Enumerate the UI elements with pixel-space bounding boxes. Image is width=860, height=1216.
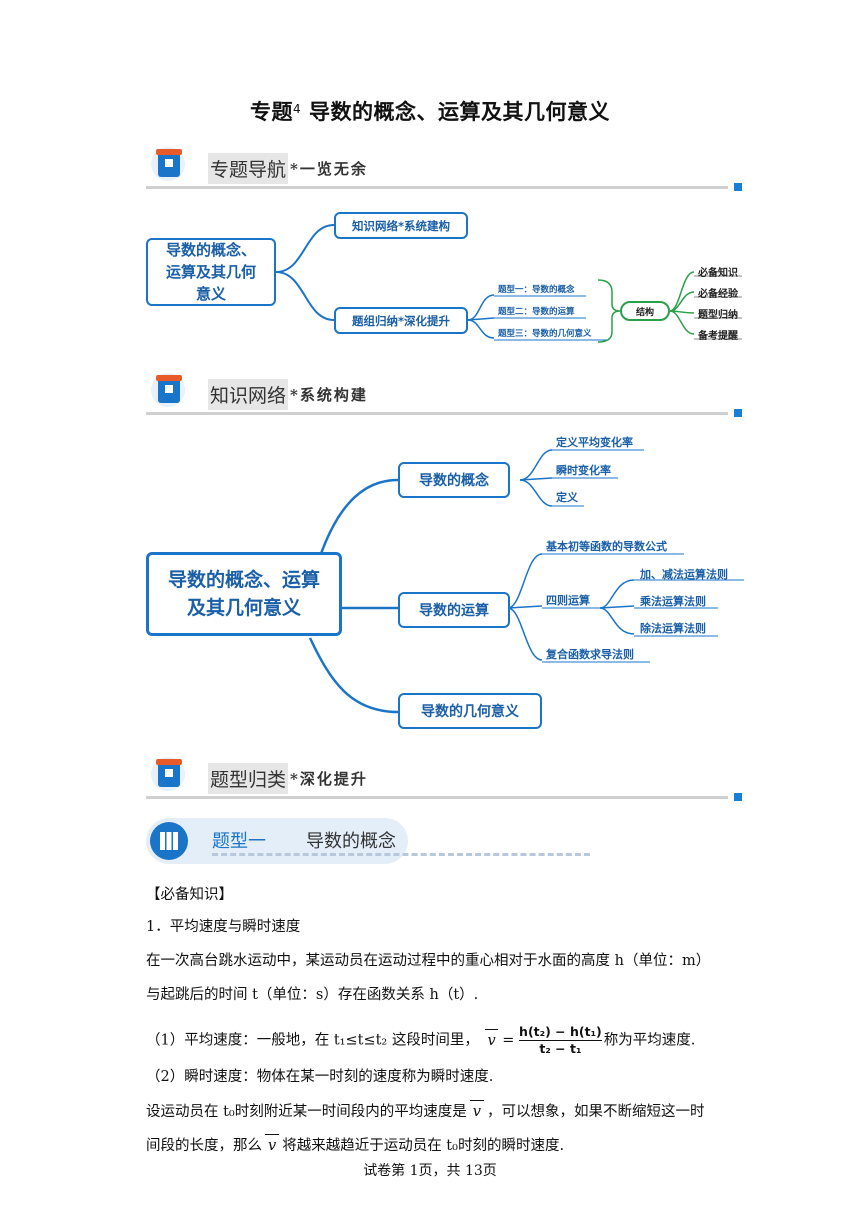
content-p5: （2）瞬时速度：物体在某一时刻的速度称为瞬时速度. <box>146 1069 494 1085</box>
book-icon <box>151 757 185 791</box>
nav-leaf-3: 题型归纳 <box>698 310 738 321</box>
nav-type-2: 题型二：导数的运算 <box>498 307 575 317</box>
page-footer: 试卷第 1页，共 13页 <box>363 1163 497 1179</box>
network-rule-3: 除法运算法则 <box>640 622 706 635</box>
network-op-item-2: 四则运算 <box>546 594 590 607</box>
title-number: 4 <box>293 102 302 116</box>
type-banner-title: 导数的概念 <box>306 831 396 852</box>
section-marker <box>734 183 742 191</box>
avg-velocity-formula: v = h(t₂) − h(t₁) t₂ − t₁ <box>485 1024 602 1057</box>
nav-type-1: 题型一：导数的概念 <box>498 285 575 295</box>
nav-root-node: 导数的概念、运算及其几何意义 <box>146 238 276 306</box>
section-network-title: 知识网络 <box>208 379 289 410</box>
section-network-header <box>146 368 194 412</box>
type-banner-label: 题型一 <box>212 831 266 852</box>
network-map-lines <box>308 449 744 714</box>
network-concept-item-2: 瞬时变化率 <box>556 464 611 477</box>
nav-leaf-4: 备考提醒 <box>698 331 738 342</box>
content-p4-tail: 称为平均速度. <box>603 1032 696 1049</box>
section-types-subtitle: *深化提升 <box>290 770 368 788</box>
network-concept-item-3: 定义 <box>556 491 578 504</box>
page-title: 专题4 导数的概念、运算及其几何意义 <box>0 96 860 126</box>
content-p6-text: 设运动员在 t₀时刻附近某一时间段内的平均速度是 <box>146 1104 467 1120</box>
network-rule-1: 加、减法运算法则 <box>640 568 728 581</box>
banner-dash-line <box>212 853 590 856</box>
content-p2: 在一次高台跳水运动中，某运动员在运动过程中的重心相对于水面的高度 h（单位：m） <box>146 953 711 969</box>
network-concept-item-1: 定义平均变化率 <box>556 436 633 449</box>
section-marker <box>734 793 742 801</box>
book-icon <box>151 373 185 407</box>
v-bar-symbol: v <box>265 1134 280 1157</box>
network-op-item-1: 基本初等函数的导数公式 <box>546 540 667 553</box>
section-divider <box>146 186 728 189</box>
nav-type-3: 题型三：导数的几何意义 <box>498 329 592 339</box>
section-marker <box>734 409 742 417</box>
section-types-header <box>146 752 194 796</box>
content-p4-text: （1）平均速度：一般地，在 t₁≤t≤t₂ 这段时间里， <box>146 1032 479 1049</box>
formula-denominator: t₂ − t₁ <box>519 1040 602 1057</box>
title-rest: 导数的概念、运算及其几何意义 <box>308 100 610 124</box>
v-bar-symbol: v <box>469 1100 484 1123</box>
content-p3: 与起跳后的时间 t（单位：s）存在函数关系 h（t）. <box>146 987 479 1003</box>
v-bar-symbol: v <box>485 1029 498 1052</box>
section-types-title: 题型归类 <box>208 763 289 794</box>
nav-map-lines <box>275 224 742 343</box>
content-heading: 【必备知识】 <box>146 887 233 903</box>
section-divider <box>146 412 728 415</box>
nav-structure-node: 结构 <box>620 301 670 321</box>
type-banner <box>146 818 408 864</box>
nav-branch-network: 知识网络*系统建构 <box>334 212 468 239</box>
network-root-node: 导数的概念、运算及其几何意义 <box>146 552 342 636</box>
section-divider <box>146 796 728 799</box>
network-operation-node: 导数的运算 <box>398 592 510 628</box>
content-p7-text: 间段的长度，那么 <box>146 1138 262 1154</box>
formula-numerator: h(t₂) − h(t₁) <box>519 1024 602 1039</box>
content-p6-tail: ，可以想象，如果不断缩短这一时 <box>486 1104 705 1120</box>
books-icon <box>150 822 188 860</box>
section-network-subtitle: *系统构建 <box>290 386 368 404</box>
network-concept-node: 导数的概念 <box>398 462 510 498</box>
title-main: 专题 <box>250 100 294 124</box>
network-op-item-3: 复合函数求导法则 <box>546 648 634 661</box>
content-p4: （1）平均速度：一般地，在 t₁≤t≤t₂ 这段时间里， v = h(t₂) −… <box>146 1024 695 1057</box>
network-rule-2: 乘法运算法则 <box>640 595 706 608</box>
section-nav-header <box>146 142 194 186</box>
content-p7-tail: 将越来越趋近于运动员在 t₀时刻的瞬时速度. <box>282 1138 565 1154</box>
nav-branch-types: 题组归纳*深化提升 <box>334 307 468 334</box>
nav-leaf-1: 必备知识 <box>698 268 738 279</box>
nav-leaf-2: 必备经验 <box>698 289 738 300</box>
network-geometry-node: 导数的几何意义 <box>398 693 542 729</box>
section-nav-subtitle: *一览无余 <box>290 160 368 178</box>
book-icon <box>151 147 185 181</box>
content-p1: 1．平均速度与瞬时速度 <box>146 919 301 935</box>
section-nav-title: 专题导航 <box>208 153 289 184</box>
